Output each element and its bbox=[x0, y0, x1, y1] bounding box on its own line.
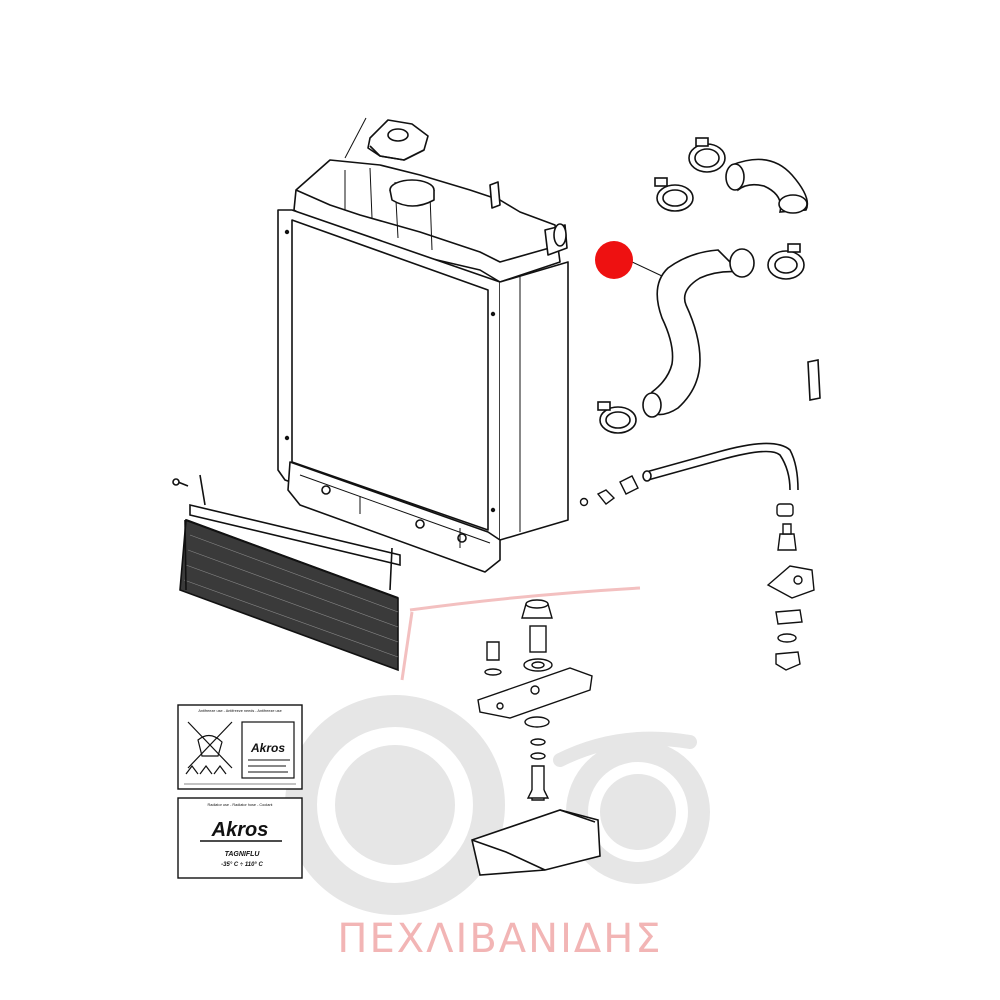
upper-hose bbox=[725, 158, 809, 214]
watermark-text: ΠΕΧΛΙΒΑΝΙΔΗΣ bbox=[337, 916, 662, 962]
hose-clamp bbox=[767, 243, 805, 280]
mounting-hardware-stack bbox=[477, 599, 593, 801]
antifreeze-label-header: Antifreeze use - Antifreeze needs - Anti… bbox=[198, 709, 281, 713]
hose-clamp bbox=[597, 401, 637, 434]
no-drink-icon bbox=[185, 721, 233, 775]
drain-tap bbox=[775, 651, 801, 671]
grille-mesh-panel bbox=[179, 518, 399, 672]
overflow-pipe bbox=[642, 442, 799, 491]
coolant-label-header: Radiator use - Radiator hose - Coolant bbox=[207, 803, 273, 807]
front-grille-screen bbox=[172, 474, 401, 672]
antifreeze-warning-label: Antifreeze use - Antifreeze needs - Anti… bbox=[177, 704, 303, 790]
coolant-label-range: -35° C ÷ 110° C bbox=[221, 862, 263, 868]
watermark-front-wheel bbox=[566, 740, 710, 884]
hose-clamp bbox=[654, 177, 694, 212]
radiator-assembly bbox=[277, 117, 569, 573]
callout-marker[interactable] bbox=[595, 241, 633, 279]
radiator-cap bbox=[367, 119, 429, 161]
lower-hose-end bbox=[642, 392, 662, 418]
watermark-rear-wheel bbox=[285, 695, 505, 915]
pipe-fitting bbox=[579, 475, 639, 507]
spacer-sleeve bbox=[529, 625, 547, 653]
coolant-spec-label: Radiator use - Radiator hose - Coolant A… bbox=[177, 797, 303, 879]
foam-block bbox=[471, 809, 601, 876]
radiator-cap-leader bbox=[344, 117, 367, 159]
grille-mesh-lines bbox=[183, 534, 399, 658]
callout-leader-line bbox=[627, 259, 663, 277]
radiator-side-rail bbox=[499, 261, 569, 541]
antifreeze-can-icon: Akros bbox=[241, 721, 295, 779]
coolant-label-product: TAGNIFLU bbox=[225, 851, 261, 858]
watermark-tractor-logo bbox=[285, 586, 710, 915]
drain-bracket bbox=[766, 565, 815, 599]
drain-fittings-stack bbox=[766, 503, 815, 671]
hose-clamp bbox=[688, 137, 726, 173]
small-key-part bbox=[807, 359, 821, 401]
coolant-label-brand: Akros bbox=[211, 819, 269, 841]
lower-hose bbox=[642, 248, 755, 418]
antifreeze-label-brand: Akros bbox=[250, 741, 285, 755]
grille-mounting-bar bbox=[189, 503, 401, 567]
